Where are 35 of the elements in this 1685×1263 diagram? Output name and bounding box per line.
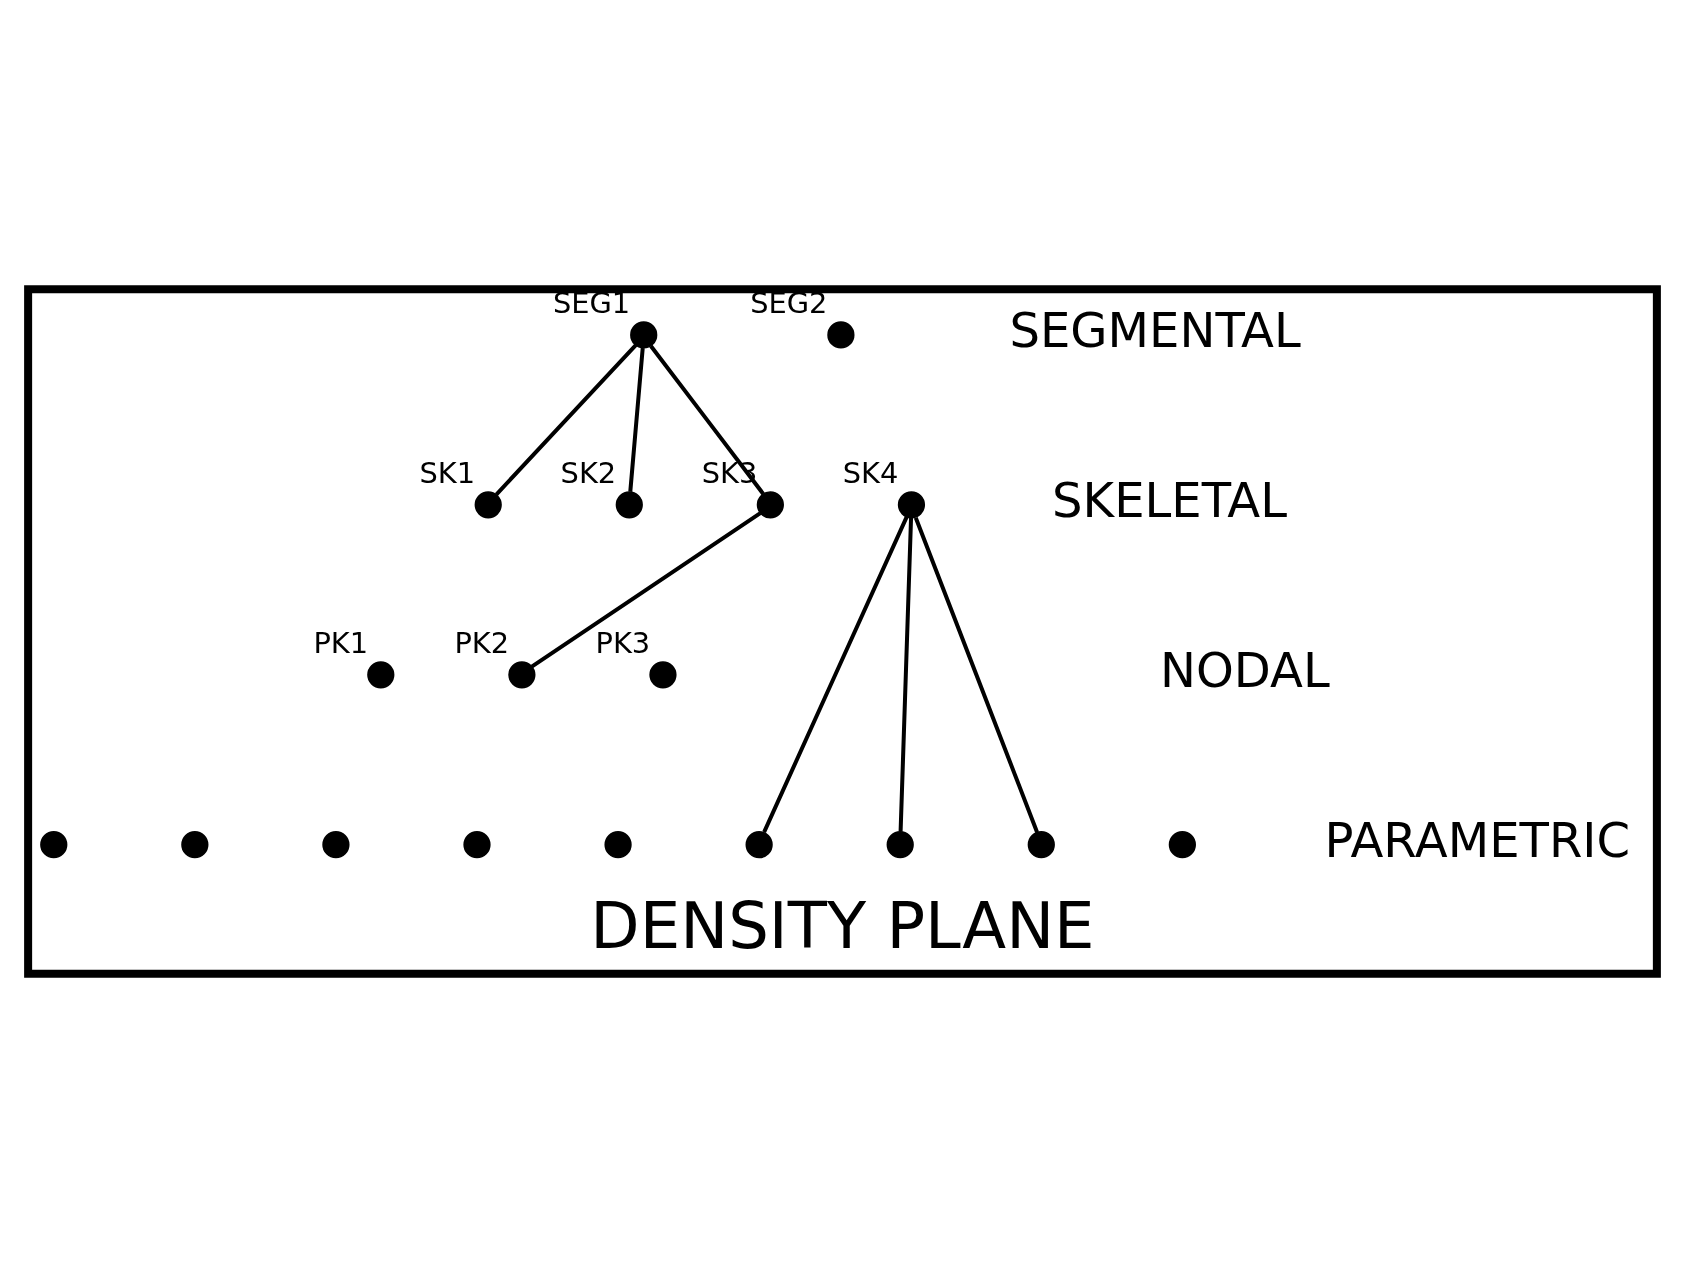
label: NODAL	[1160, 641, 1330, 698]
node-circle	[897, 491, 926, 519]
node-circle	[322, 831, 350, 859]
label: SKELETAL	[1052, 471, 1287, 528]
connector	[762, 516, 909, 833]
connector	[913, 516, 1039, 833]
label: SEGMENTAL	[1009, 301, 1301, 358]
connector	[649, 344, 765, 496]
node-label: PK3	[595, 625, 651, 660]
node-circle	[1027, 831, 1055, 859]
node-label: SK2	[560, 456, 617, 491]
node-label: SK4	[842, 456, 899, 491]
node-label: PK1	[313, 625, 369, 660]
node-label: SK1	[419, 456, 476, 491]
label: PARAMETRIC	[1324, 811, 1631, 868]
connector	[898, 518, 914, 832]
connector	[494, 343, 638, 496]
node-circle	[181, 831, 209, 859]
node-circle	[604, 831, 632, 859]
connector	[530, 511, 762, 669]
node-circle	[756, 491, 784, 519]
node-circle	[630, 321, 658, 349]
node-circle	[463, 831, 491, 859]
node-circle	[615, 491, 643, 519]
node-circle	[745, 831, 773, 859]
node-circle	[40, 831, 68, 859]
node-circle	[827, 321, 855, 349]
node-circle	[649, 661, 677, 689]
node-circle	[886, 831, 914, 859]
node-circle	[367, 661, 395, 689]
node-label: PK2	[454, 625, 510, 660]
connector	[628, 347, 645, 492]
node-circle	[1168, 831, 1196, 859]
node-circle	[474, 491, 502, 519]
node-circle	[508, 661, 536, 689]
